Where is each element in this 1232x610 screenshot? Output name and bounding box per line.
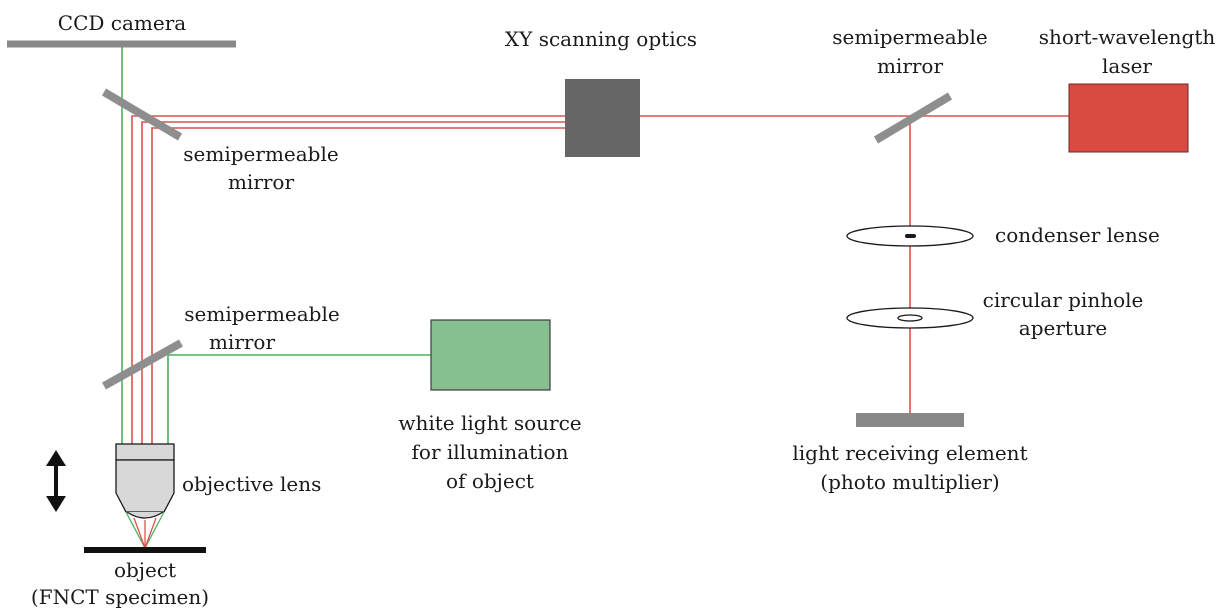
object-specimen [84, 547, 206, 553]
laser-label-line2: laser [1102, 54, 1152, 78]
detector-label-line1: light receiving element [792, 441, 1027, 465]
condenser-lens-focus-mark [905, 234, 916, 238]
white-light-label-line3: of object [446, 469, 534, 493]
focus-cone [125, 511, 165, 549]
light-receiving-element [856, 413, 964, 427]
objective-lens-label: objective lens [182, 472, 321, 496]
objective-lens [115, 443, 175, 519]
pinhole-label-line1: circular pinhole [983, 288, 1144, 312]
mirror-top-label-line2: mirror [228, 170, 295, 194]
semipermeable-mirror-top [101, 88, 183, 141]
ccd-camera-label: CCD camera [58, 11, 186, 35]
green-focus-ray-right [144, 511, 165, 549]
up-down-arrow-icon [46, 450, 66, 512]
condenser-lens-label: condenser lense [995, 223, 1160, 247]
white-light-label-line1: white light source [398, 411, 581, 435]
red-beam-scan-outer [131, 115, 565, 444]
pinhole-label-line2: aperture [1019, 316, 1107, 340]
semipermeable-mirror-right [873, 92, 953, 144]
laser-box [1068, 83, 1189, 153]
beam-paths [121, 44, 1069, 444]
semipermeable-mirror-bottom [102, 339, 183, 390]
xy-scanning-optics-box [565, 79, 640, 157]
mirror-top-label-line1: semipermeable [183, 142, 338, 166]
mirror-bottom-label-line1: semipermeable [184, 302, 339, 326]
red-focus-ray-right [144, 517, 157, 549]
xy-scanning-optics-label: XY scanning optics [505, 27, 697, 51]
white-light-label-line2: for illumination [412, 440, 569, 464]
mirror-right-label-line2: mirror [877, 54, 944, 78]
mirror-right-label-line1: semipermeable [832, 25, 987, 49]
object-label-line2: (FNCT specimen) [31, 585, 209, 609]
objective-lens-front-element [126, 511, 164, 519]
mirror-bottom-label-line2: mirror [209, 330, 276, 354]
objective-lens-top-ring [115, 443, 175, 461]
objective-lens-body [115, 459, 175, 513]
pinhole-aperture-hole [897, 314, 923, 322]
white-light-source-box [430, 319, 551, 391]
green-focus-ray-left [125, 511, 146, 549]
detector-label-line2: (photo multiplier) [820, 470, 999, 494]
red-beam-scan-middle [141, 121, 565, 444]
object-label-line1: object [114, 558, 176, 582]
red-focus-ray-left [133, 517, 146, 549]
laser-label-line1: short-wavelength [1039, 25, 1216, 49]
red-beam-scan-inner [151, 127, 565, 444]
